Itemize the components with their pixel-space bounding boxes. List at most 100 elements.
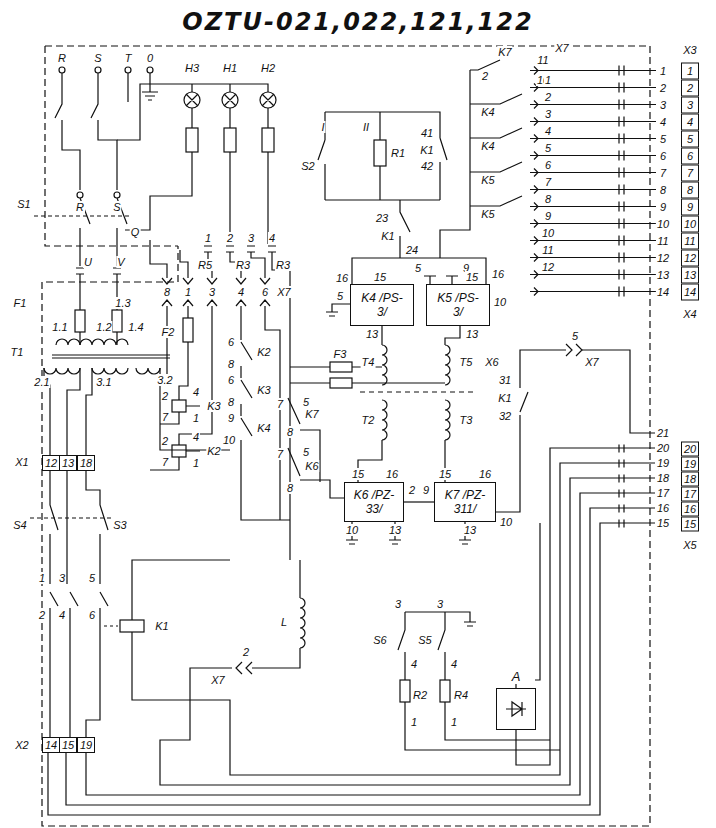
- component-label: S2: [300, 160, 315, 172]
- wire: [183, 318, 193, 342]
- pin-number: 5: [302, 396, 310, 408]
- pin-number: 3: [247, 232, 255, 244]
- component-label: K3: [206, 400, 221, 412]
- wire: [117, 84, 268, 140]
- component-label: K4: [480, 106, 495, 118]
- component-label: X7: [210, 674, 225, 686]
- wire: [496, 350, 655, 512]
- pin-number: 8: [227, 396, 235, 408]
- wire: [104, 625, 118, 626]
- pin-number: 10: [222, 434, 236, 446]
- wire: [290, 367, 445, 383]
- component-label: K7: [304, 408, 319, 420]
- pin-number: 16: [656, 502, 670, 514]
- wire: [150, 306, 212, 470]
- pin-number: 2: [38, 609, 46, 621]
- relay-label: K7 /PZ-311/: [440, 488, 490, 516]
- terminal-cell: 10: [681, 215, 699, 232]
- wire: [55, 73, 80, 190]
- wire: [52, 355, 170, 358]
- wire: [142, 73, 158, 100]
- pin-number: 21: [656, 427, 670, 439]
- pin-number: 4: [268, 232, 276, 244]
- wire: [236, 662, 252, 674]
- pin-number: 16: [335, 272, 349, 284]
- pin-number: 13: [365, 328, 379, 340]
- component-label: X7: [554, 42, 569, 54]
- component-label: R: [75, 201, 85, 213]
- pin-number: 9: [659, 201, 667, 213]
- component-label: X7: [584, 356, 599, 368]
- wire: [382, 400, 450, 440]
- pin-number: 11: [656, 235, 669, 247]
- terminal-cell: 14: [42, 737, 60, 753]
- wire: [440, 680, 450, 702]
- terminal-cell: 1: [681, 62, 699, 79]
- component-label: T: [124, 52, 133, 64]
- pin-number: 2: [659, 82, 667, 94]
- terminal-cell: 18: [681, 471, 699, 486]
- pin-number: 5: [88, 572, 96, 584]
- pin-number: 12: [541, 261, 555, 273]
- component-label: X4: [682, 308, 697, 320]
- wire: [125, 152, 268, 244]
- pin-number: 15: [656, 517, 670, 529]
- component-label: K5: [480, 174, 495, 186]
- terminal-wire: [619, 505, 624, 513]
- pin-number: 16: [478, 468, 492, 480]
- terminal-cell: 9: [681, 198, 699, 215]
- wire: [352, 200, 486, 284]
- wire: [91, 73, 117, 190]
- component-label: K5: [480, 208, 495, 220]
- wire: [470, 60, 522, 206]
- pin-number: 1: [192, 412, 200, 424]
- pin-number: 5: [571, 330, 579, 342]
- pin-number: 1: [38, 572, 46, 584]
- component-label: L: [280, 616, 288, 628]
- pin-number: 6: [261, 286, 269, 298]
- wire: [318, 112, 447, 200]
- pin-number: 6: [88, 609, 96, 621]
- terminal-cell: 15: [681, 516, 699, 531]
- component-label: T3: [459, 414, 474, 426]
- pin-number: 4: [237, 286, 245, 298]
- rectifier-box: A: [496, 688, 536, 730]
- wire: [120, 620, 144, 632]
- pin-number: 10: [345, 524, 359, 536]
- component-label: K2: [206, 445, 221, 457]
- pin-number: 1.2: [95, 321, 112, 333]
- terminal-cell: 13: [59, 455, 77, 471]
- component-label: X2: [14, 739, 29, 751]
- terminal-cell: 19: [681, 456, 699, 471]
- component-label: R3: [275, 259, 291, 271]
- diagram-title: OZTU-021,022,121,122: [0, 8, 716, 36]
- pin-number: 1.1: [51, 321, 68, 333]
- pin-number: 19: [656, 457, 670, 469]
- wire: [162, 278, 270, 284]
- pin-number: 4: [410, 658, 418, 670]
- component-label: II: [362, 121, 370, 133]
- component-label: X5: [682, 539, 697, 551]
- wire: [186, 128, 198, 152]
- pin-number: 8: [659, 184, 667, 196]
- pin-number: 18: [656, 472, 670, 484]
- component-label: X1: [14, 456, 29, 468]
- wire: [50, 592, 108, 737]
- pin-number: 7: [544, 176, 552, 188]
- component-label: I: [320, 121, 325, 133]
- component-label: R5: [197, 259, 213, 271]
- wire: [30, 517, 112, 518]
- pin-number: 4: [192, 431, 200, 443]
- wire: [326, 304, 350, 316]
- wire: [346, 522, 471, 544]
- wire: [424, 276, 458, 284]
- relay-label: K5 /PS-3/: [433, 291, 483, 319]
- component-label: S3: [112, 519, 127, 531]
- component-label: K4: [256, 422, 271, 434]
- terminal-cell: 19: [77, 737, 95, 753]
- wire: [44, 368, 160, 374]
- component-label: K3: [256, 384, 271, 396]
- terminal-cell: 4: [681, 113, 699, 130]
- component-label: H2: [260, 62, 276, 74]
- wire: [172, 445, 186, 457]
